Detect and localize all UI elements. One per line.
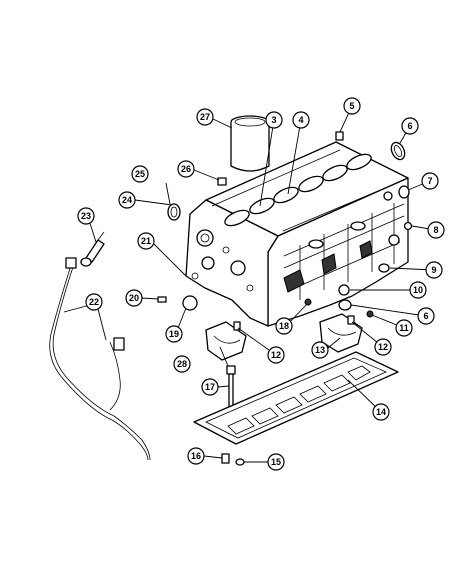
- dowel-18: [304, 298, 312, 306]
- callout-label: 14: [376, 407, 386, 417]
- callout-label: 25: [135, 169, 145, 179]
- callout-6-lower: 6: [417, 307, 435, 325]
- callout-15: 15: [267, 453, 285, 471]
- callout-label: 6: [407, 121, 412, 131]
- callout-22: 22: [85, 293, 103, 311]
- plug-19: [182, 295, 198, 311]
- callout-27: 27: [196, 108, 214, 126]
- plug-7: [398, 185, 410, 199]
- callout-10: 10: [409, 281, 427, 299]
- callout-25: 25: [131, 165, 149, 183]
- callout-label: 19: [169, 329, 179, 339]
- plug-8: [403, 221, 413, 231]
- callout-9: 9: [425, 261, 443, 279]
- callout-label: 3: [271, 115, 276, 125]
- block-plug-5: [335, 131, 344, 141]
- plug-10: [338, 284, 350, 296]
- bolt-17: [226, 365, 236, 409]
- callout-label: 4: [298, 115, 303, 125]
- dowel-12-left: [233, 321, 241, 331]
- callout-19: 19: [165, 325, 183, 343]
- callout-13: 13: [311, 341, 329, 359]
- callout-8: 8: [427, 221, 445, 239]
- callout-label: 21: [141, 236, 151, 246]
- plug-11: [366, 310, 374, 318]
- plug-15: [235, 458, 245, 466]
- leader-lines: [63, 105, 437, 463]
- dowel-12-right: [347, 315, 355, 325]
- callout-label: 8: [433, 225, 438, 235]
- callout-11: 11: [395, 319, 413, 337]
- callout-16: 16: [187, 447, 205, 465]
- callout-label: 12: [271, 350, 281, 360]
- callout-4: 4: [292, 111, 310, 129]
- callout-label: 7: [427, 176, 432, 186]
- callout-label: 23: [81, 211, 91, 221]
- gasket-14: [193, 351, 399, 445]
- callout-18: 18: [275, 317, 293, 335]
- callout-label: 20: [129, 293, 139, 303]
- callout-label: 24: [122, 195, 132, 205]
- plug-20: [157, 296, 167, 303]
- callout-label: 17: [205, 382, 215, 392]
- callout-label: 9: [431, 265, 436, 275]
- callout-label: 6: [423, 311, 428, 321]
- callout-26: 26: [177, 160, 195, 178]
- callout-12-left: 12: [267, 346, 285, 364]
- ring-24: [167, 203, 181, 221]
- callout-3: 3: [265, 111, 283, 129]
- callout-5: 5: [343, 97, 361, 115]
- plug-9: [378, 263, 390, 273]
- sensor-23: [80, 231, 105, 267]
- callout-14: 14: [372, 403, 390, 421]
- callout-20: 20: [125, 289, 143, 307]
- ring-6-lower: [338, 299, 352, 311]
- callout-label: 11: [399, 323, 409, 333]
- callout-24: 24: [118, 191, 136, 209]
- callout-label: 18: [279, 321, 289, 331]
- callout-6-top: 6: [401, 117, 419, 135]
- callout-17: 17: [201, 378, 219, 396]
- wire-harness-22: [49, 257, 151, 461]
- callout-28: 28: [173, 355, 191, 373]
- callout-label: 5: [349, 101, 354, 111]
- cylinder-liner: [230, 115, 270, 172]
- callout-21: 21: [137, 232, 155, 250]
- callout-label: 10: [413, 285, 423, 295]
- seal-ring-6: [390, 141, 406, 161]
- callout-label: 16: [191, 451, 201, 461]
- plug-16: [221, 453, 230, 464]
- callout-label: 28: [177, 359, 187, 369]
- callout-label: 22: [89, 297, 99, 307]
- callout-label: 26: [181, 164, 191, 174]
- callout-12-right: 12: [374, 338, 392, 356]
- engine-block: [185, 141, 409, 327]
- callouts: 3 4 5 6 7 8 9 10 11 6 12 12 13 14 15 16 …: [77, 97, 445, 471]
- callout-23: 23: [77, 207, 95, 225]
- plug-26: [217, 177, 227, 186]
- callout-label: 12: [378, 342, 388, 352]
- callout-label: 15: [271, 457, 281, 467]
- callout-label: 27: [200, 112, 210, 122]
- callout-7: 7: [421, 172, 439, 190]
- bearing-cap-28: [205, 321, 247, 361]
- callout-label: 13: [315, 345, 325, 355]
